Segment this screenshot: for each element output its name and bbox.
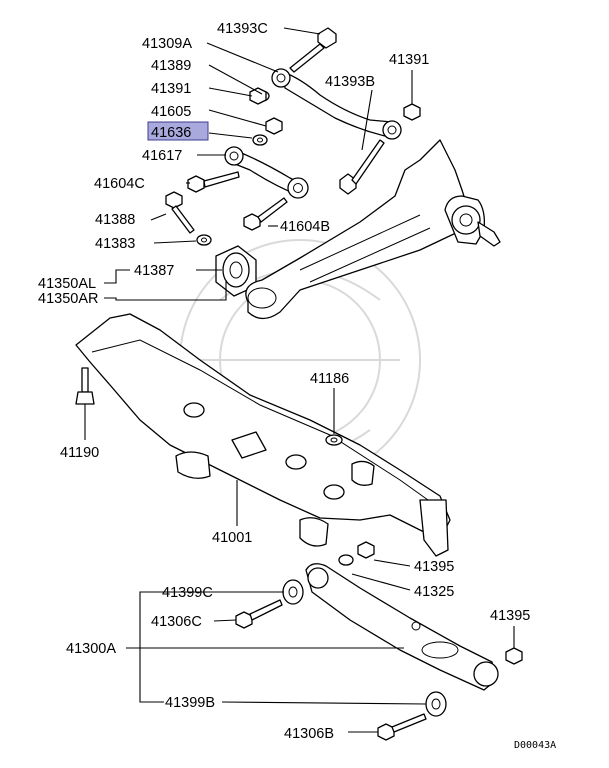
washer-41186[interactable]	[325, 434, 343, 446]
nut-41391-right[interactable]	[403, 103, 421, 121]
label-41186[interactable]: 41186	[310, 371, 349, 387]
label-41395-upper[interactable]: 41395	[414, 559, 454, 575]
label-41395-lower[interactable]: 41395	[490, 608, 530, 624]
upper-arm-41309a[interactable]	[271, 68, 402, 140]
bushing-41399b[interactable]	[425, 691, 447, 717]
label-41300a[interactable]: 41300A	[66, 641, 116, 657]
label-41604c[interactable]: 41604C	[94, 176, 145, 192]
label-41387[interactable]: 41387	[134, 263, 174, 279]
label-41350al[interactable]: 41350AL	[38, 276, 96, 292]
label-41605[interactable]: 41605	[151, 104, 191, 120]
bolt-41306c[interactable]	[235, 599, 283, 629]
label-41001[interactable]: 41001	[212, 530, 252, 546]
label-41306c[interactable]: 41306C	[151, 614, 202, 630]
nut-41395-upper[interactable]	[357, 541, 375, 559]
bolt-41604c[interactable]	[187, 171, 240, 193]
label-41325[interactable]: 41325	[414, 584, 454, 600]
label-41604b[interactable]: 41604B	[280, 219, 330, 235]
washer-41325[interactable]	[338, 554, 354, 566]
label-41617[interactable]: 41617	[142, 148, 182, 164]
label-41393c[interactable]: 41393C	[217, 21, 268, 37]
selected-part-highlight	[147, 121, 209, 141]
label-41393b[interactable]: 41393B	[325, 74, 375, 90]
bolt-41393b[interactable]	[339, 139, 385, 195]
label-41306b[interactable]: 41306B	[284, 726, 334, 742]
lateral-link-41617[interactable]	[224, 146, 309, 199]
bushing-41399c[interactable]	[282, 579, 304, 605]
bolt-41306b[interactable]	[377, 713, 427, 741]
bolt-41388[interactable]	[165, 191, 195, 234]
label-41399b[interactable]: 41399B	[165, 695, 215, 711]
bolt-41393c[interactable]	[289, 27, 337, 73]
crossmember-41001[interactable]	[75, 313, 451, 557]
bolt-41604b[interactable]	[243, 197, 288, 231]
washer-41636[interactable]	[252, 134, 268, 146]
label-41391-left[interactable]: 41391	[151, 81, 191, 97]
label-41389[interactable]: 41389	[151, 58, 191, 74]
washer-41383[interactable]	[196, 234, 212, 246]
label-41391-right[interactable]: 41391	[389, 52, 429, 68]
nut-41391-left[interactable]	[249, 87, 267, 105]
label-41388[interactable]: 41388	[95, 212, 135, 228]
label-41399c[interactable]: 41399C	[162, 585, 213, 601]
leader-lines	[84, 27, 515, 733]
label-41350ar[interactable]: 41350AR	[38, 291, 98, 307]
label-41309a[interactable]: 41309A	[142, 36, 192, 52]
label-41383[interactable]: 41383	[95, 236, 135, 252]
lower-arm-41300a[interactable]	[305, 563, 499, 691]
bolt-41190[interactable]	[75, 367, 95, 405]
label-41636[interactable]: 41636	[151, 125, 191, 141]
trailing-arm-41350[interactable]	[245, 139, 501, 320]
label-41190[interactable]: 41190	[60, 445, 99, 461]
nut-41605[interactable]	[265, 117, 283, 135]
diagram-code: D00043A	[514, 740, 556, 751]
nut-41395-lower[interactable]	[505, 647, 523, 665]
callout-labels: 41393C 41309A 41389 41391 41391 41393B 4…	[38, 21, 556, 751]
